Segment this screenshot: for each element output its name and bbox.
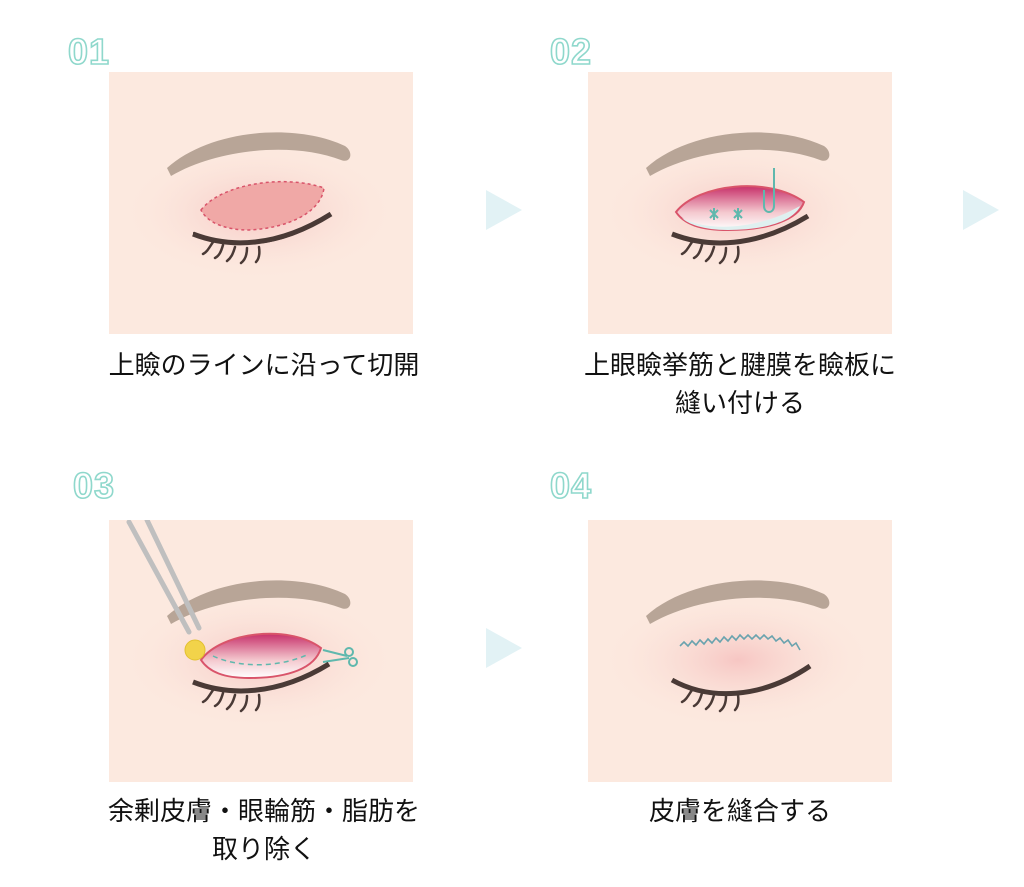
opened-eyelid (199, 632, 323, 680)
incision-area (200, 180, 325, 231)
step-3-caption: 余剰皮膚・眼輪筋・脂肪を 取り除く (74, 794, 454, 869)
eyebrow (646, 580, 830, 624)
eyelashes (201, 240, 261, 265)
step-4-illustration (588, 520, 892, 782)
scissors-icon (322, 647, 358, 667)
caption-line: 上眼瞼挙筋と腱膜を瞼板に (583, 351, 896, 381)
step-number-1: 01 (67, 31, 111, 72)
eyebrow (646, 132, 830, 176)
eyebrow (167, 580, 351, 624)
eyebrow (167, 132, 351, 176)
next-arrow-icon (486, 190, 522, 230)
step-number-3: 03 (72, 465, 116, 506)
caption-line: 余剰皮膚・眼輪筋・脂肪を (107, 797, 420, 827)
step-3-illustration (109, 520, 413, 782)
caption-line: 上瞼のラインに沿って切開 (108, 351, 420, 381)
step-1-caption: 上瞼のラインに沿って切開 (74, 348, 454, 386)
next-arrow-icon (963, 190, 999, 230)
lower-lash-curve (192, 211, 333, 246)
caption-line: 縫い付ける (674, 388, 805, 419)
step-1-illustration (109, 72, 413, 334)
eyelashes (201, 688, 261, 713)
closed-eye-line (670, 663, 812, 697)
step-4-caption: 皮膚を縫合する (550, 794, 930, 832)
forceps-icon (126, 520, 202, 635)
step-number-2: 02 (549, 31, 593, 72)
caption-line: 取り除く (211, 834, 316, 865)
eyelashes (680, 688, 740, 713)
excision-line (212, 653, 310, 666)
caption-line: 皮膚を縫合する (648, 797, 831, 827)
needle-icon (763, 168, 775, 213)
eyelashes (680, 240, 740, 265)
suture-knot-icon (709, 208, 743, 220)
next-arrow-icon (486, 628, 522, 668)
suture-line (679, 633, 801, 651)
step-number-4: 04 (549, 465, 593, 506)
fat-tissue (184, 639, 206, 661)
step-2-caption: 上眼瞼挙筋と腱膜を瞼板に 縫い付ける (550, 348, 930, 423)
step-2-illustration (588, 72, 892, 334)
